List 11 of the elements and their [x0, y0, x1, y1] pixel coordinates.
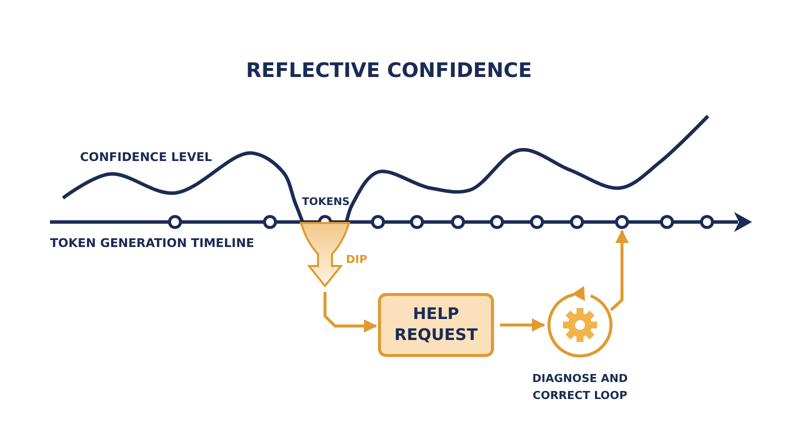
arrow [500, 318, 546, 332]
arrow [324, 292, 378, 333]
title: REFLECTIVE CONFIDENCE [246, 58, 532, 82]
node-caption: DIP [346, 252, 368, 268]
node-caption: DIAGNOSE AND CORRECT LOOP [531, 371, 629, 404]
box-label: HELP REQUEST [393, 304, 479, 346]
process-box [378, 293, 494, 357]
curve-label: CONFIDENCE LEVEL [80, 150, 212, 164]
axis-label: TOKEN GENERATION TIMELINE [50, 236, 254, 250]
tokens-label: TOKENS [302, 196, 350, 208]
arrow [610, 230, 629, 312]
